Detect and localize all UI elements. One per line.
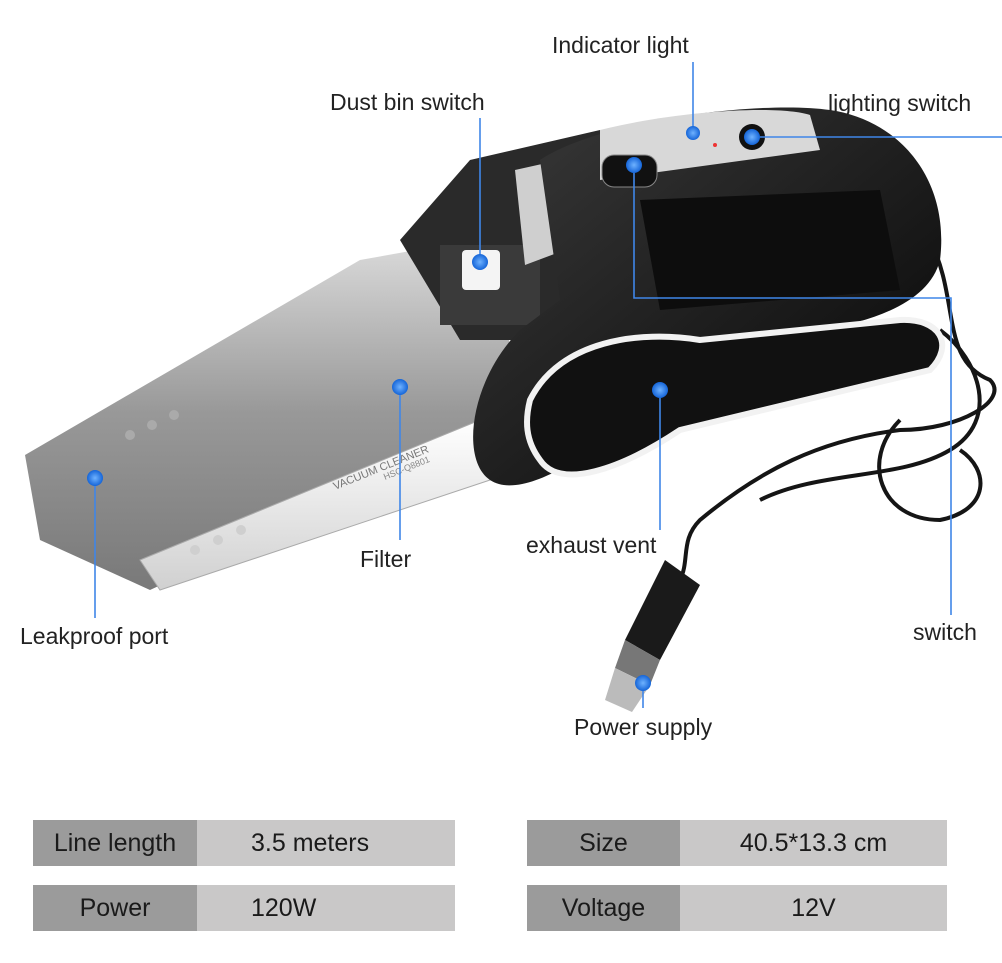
power-supply-dot: [635, 675, 651, 691]
callout-filter: Filter: [360, 546, 412, 572]
vacuum-cleaner-illustration: VACUUM CLEANER HSC-Q8801: [25, 62, 1002, 712]
callout-lines: [94, 62, 1002, 708]
spec-power: Power 120W: [33, 885, 455, 931]
switch-dot: [626, 157, 642, 173]
car-plug: [605, 560, 700, 712]
callout-indicator-light: Indicator light: [552, 32, 689, 58]
spec-value: 40.5*13.3 cm: [680, 820, 947, 866]
dust-bin-switch-dot: [472, 254, 488, 270]
spec-voltage: Voltage 12V: [527, 885, 947, 931]
spec-label: Size: [527, 820, 680, 866]
power-cord: [678, 239, 997, 581]
callout-dust-bin-switch: Dust bin switch: [330, 89, 485, 115]
exhaust-vent: [524, 316, 946, 478]
spec-size: Size 40.5*13.3 cm: [527, 820, 947, 866]
callout-lighting-switch: lighting switch: [828, 90, 972, 116]
callout-leakproof-port: Leakproof port: [20, 623, 169, 649]
indicator-light-dot: [686, 126, 700, 140]
spec-label: Power: [33, 885, 197, 931]
dust-bin-switch-button: [462, 250, 500, 290]
callout-power-supply: Power supply: [574, 714, 713, 740]
dust-bin: [25, 235, 520, 590]
spec-value: 120W: [197, 885, 455, 931]
spec-line-length: Line length 3.5 meters: [33, 820, 455, 866]
lighting-switch-dot: [744, 129, 760, 145]
leakproof-port-dot: [87, 470, 103, 486]
spec-label: Voltage: [527, 885, 680, 931]
exhaust-vent-dot: [652, 382, 668, 398]
spec-label: Line length: [33, 820, 197, 866]
callout-exhaust-vent: exhaust vent: [526, 532, 657, 558]
spec-value: 3.5 meters: [197, 820, 455, 866]
callout-switch: switch: [913, 619, 977, 645]
spec-value: 12V: [680, 885, 947, 931]
filter-dot: [392, 379, 408, 395]
